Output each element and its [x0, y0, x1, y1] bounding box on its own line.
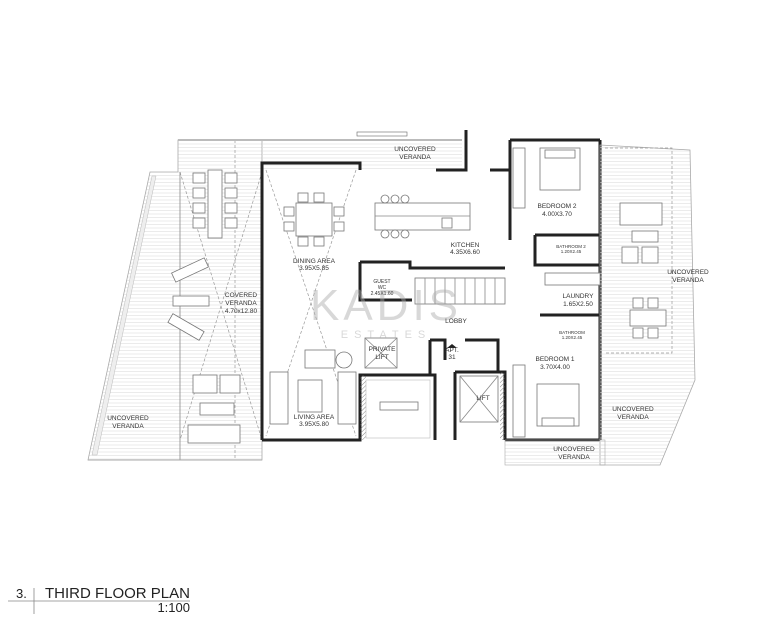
title-block: 3. THIRD FLOOR PLAN 1:100 — [8, 585, 190, 615]
label-line: GUEST — [373, 279, 390, 285]
label-line: 4.00X3.70 — [542, 211, 572, 218]
label-line: BATHROOM — [559, 330, 585, 335]
svg-text:APT.31: APT.31 — [445, 347, 459, 361]
lift-wall-hatch — [500, 372, 505, 440]
label-line: 31 — [448, 354, 456, 361]
uncovered-veranda-top-area — [178, 131, 462, 170]
wardrobes — [512, 147, 601, 438]
label-line: COVERED — [225, 292, 257, 299]
label-line: APT. — [445, 347, 459, 354]
label-line: LIFT — [375, 354, 388, 361]
label-line: UNCOVERED — [553, 446, 595, 453]
label-line: VERANDA — [112, 423, 144, 430]
label-line: UNCOVERED — [612, 406, 654, 413]
label-line: UNCOVERED — [394, 146, 436, 153]
dining-table — [283, 192, 345, 247]
label-line: UNCOVERED — [667, 269, 709, 276]
watermark-sub: ESTATES — [341, 329, 432, 341]
svg-text:BEDROOM 24.00X3.70: BEDROOM 24.00X3.70 — [537, 203, 576, 218]
stairwell — [365, 379, 431, 439]
svg-text:BATHROOM 21.20X2.45: BATHROOM 21.20X2.45 — [556, 244, 586, 254]
outdoor-dining-table — [192, 169, 238, 239]
living-sofas — [269, 349, 357, 425]
svg-text:BEDROOM 13.70X4.00: BEDROOM 13.70X4.00 — [535, 356, 574, 371]
watermark-brand: KADIS — [310, 281, 462, 330]
label-line: VERANDA — [225, 300, 257, 307]
label-line: LIVING AREA — [294, 414, 335, 421]
label-line: VERANDA — [558, 454, 590, 461]
label-line: VERANDA — [672, 277, 704, 284]
plan-scale: 1:100 — [157, 600, 190, 615]
lift-shaft-hatch — [360, 375, 366, 440]
label-line: 3.95X5.80 — [299, 421, 329, 428]
label-line: VERANDA — [617, 414, 649, 421]
label-line: 2.45X1.60 — [371, 291, 394, 297]
label-line: WC — [378, 285, 387, 291]
label-line: 1.65X2.50 — [563, 301, 593, 308]
label-line: 3.70X4.00 — [540, 364, 570, 371]
label-line: PRIVATE — [369, 346, 397, 353]
label-line: BEDROOM 1 — [535, 356, 574, 363]
label-line: 4.70x12.80 — [225, 308, 258, 315]
label-lift: LIFT — [476, 395, 489, 402]
staircase — [414, 277, 506, 305]
label-line: 1.20X2.45 — [562, 335, 583, 340]
label-line: KITCHEN — [451, 242, 480, 249]
label-line: BEDROOM 2 — [537, 203, 576, 210]
private-lift-box — [364, 337, 398, 369]
label-line: UNCOVERED — [107, 415, 149, 422]
uncovered-veranda-right-area — [504, 144, 696, 466]
watermark-logo: KADIS ESTATES — [310, 281, 462, 341]
label-line: 4.35X6.60 — [450, 249, 480, 256]
label-line: VERANDA — [399, 154, 431, 161]
bed-1 — [536, 383, 580, 427]
plan-title: THIRD FLOOR PLAN — [45, 585, 190, 602]
kitchen-island — [374, 194, 471, 239]
label-line: LAUNDRY — [563, 293, 595, 300]
lift-box — [459, 375, 499, 423]
label-line: BATHROOM 2 — [556, 244, 586, 249]
label-line: 1.20X2.45 — [561, 249, 582, 254]
label-line: DINING AREA — [293, 258, 336, 265]
label-lobby: LOBBY — [445, 318, 467, 325]
outdoor-lounge — [187, 374, 241, 444]
plan-number: 3. — [16, 586, 27, 601]
label-line: 3.95X5.85 — [299, 265, 329, 272]
sun-loungers — [167, 257, 210, 341]
bed-2 — [539, 147, 581, 191]
